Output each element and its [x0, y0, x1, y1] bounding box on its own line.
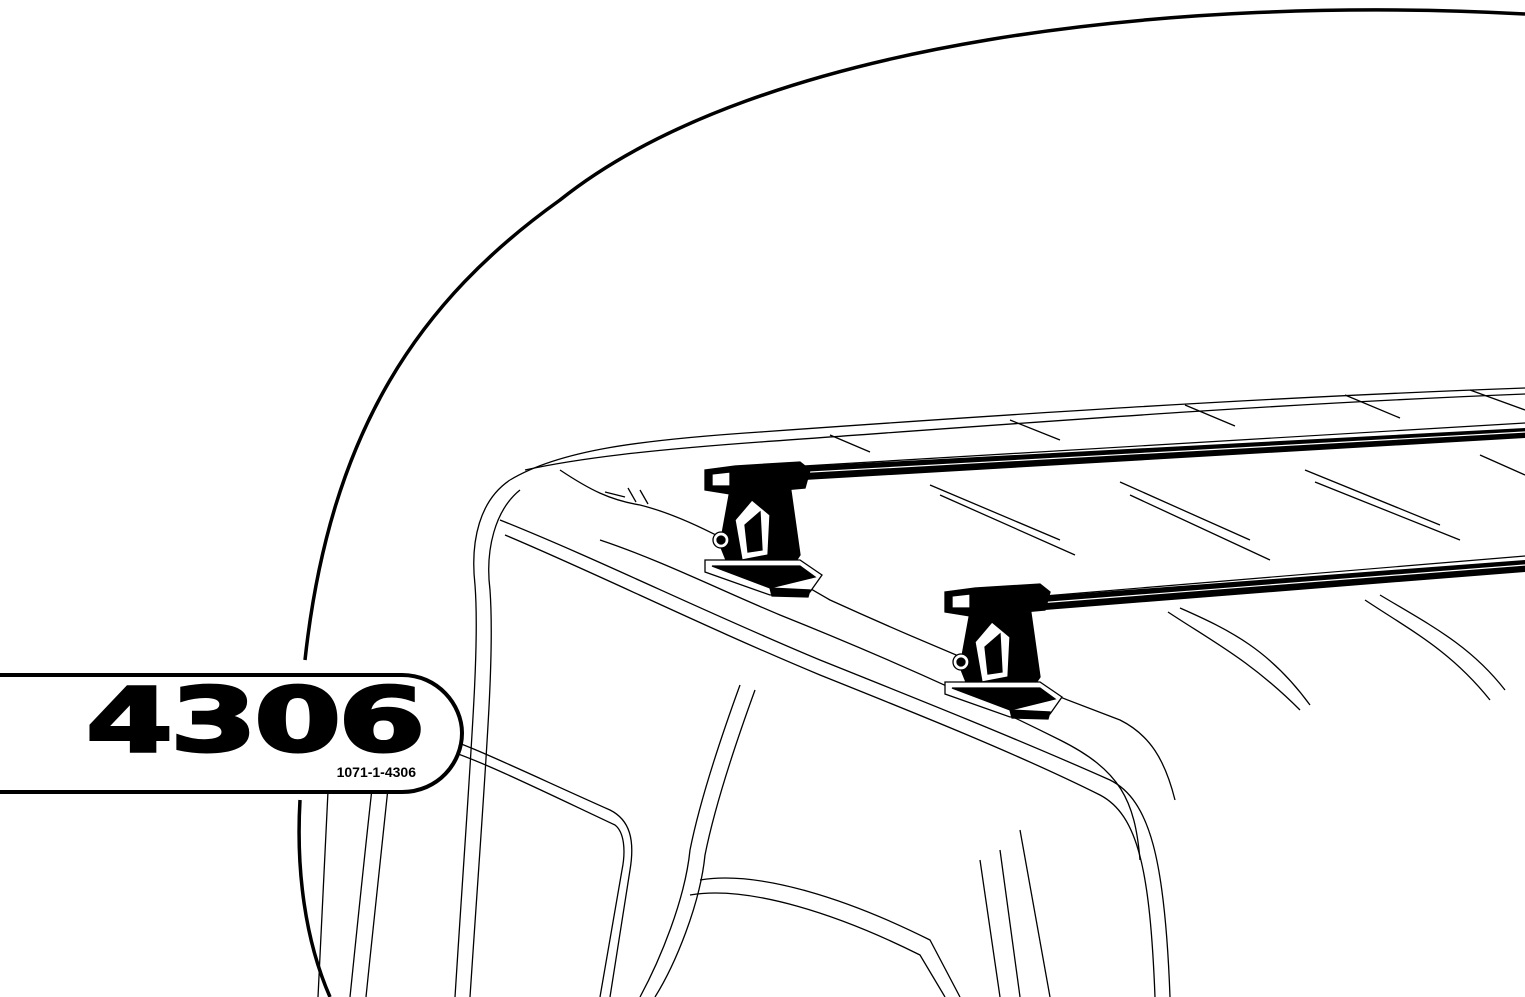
van-roof [454, 387, 1525, 997]
oval-frame [297, 8, 1525, 997]
front-load-bar [1019, 555, 1525, 612]
badge-outline [0, 673, 465, 794]
van-side-windows [317, 684, 1051, 997]
part-number: 1071-1-4306 [336, 764, 416, 780]
model-number: 4306 [84, 669, 428, 772]
rear-load-bar [769, 422, 1525, 482]
front-foot [944, 583, 1063, 720]
model-badge: 4306 1071-1-4306 [0, 671, 466, 796]
rear-foot [704, 461, 823, 598]
